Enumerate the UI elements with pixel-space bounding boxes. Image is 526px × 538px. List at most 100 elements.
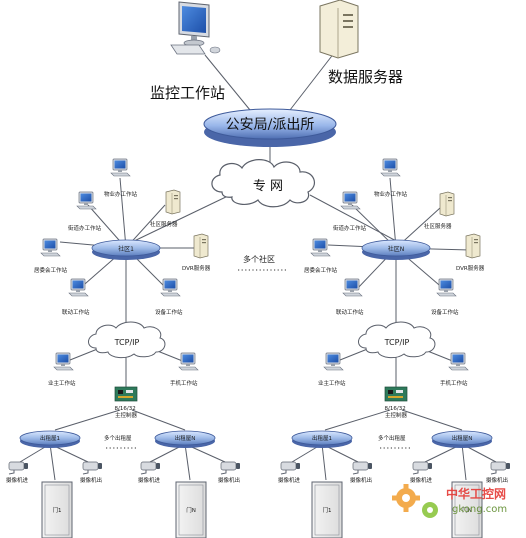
- camera-label: 摄像机进: [6, 476, 29, 484]
- controller-label: 8/16/32 主控制器: [385, 406, 408, 419]
- tcpip-cloud: TCP/IP: [358, 321, 436, 359]
- many-buildings-label: 多个出租屋: [104, 434, 132, 442]
- server-label: DVR服务器: [182, 264, 211, 272]
- workstation-label: 业主工作站: [318, 379, 346, 387]
- door-label: 门N: [186, 506, 196, 514]
- server-icon: [193, 233, 209, 259]
- police-station-hub: 公安局/派出所: [203, 108, 337, 147]
- workstation-icon: [342, 278, 363, 297]
- door-label: 门1: [323, 506, 332, 514]
- workstation-icon: [178, 352, 199, 371]
- camera-icon: [352, 461, 373, 475]
- tcpip-label: TCP/IP: [114, 338, 140, 347]
- building-hub-label: 出租屋1: [312, 434, 332, 442]
- workstation-label: 手机工作站: [170, 379, 198, 387]
- workstation-label: 街道办工作站: [333, 224, 367, 232]
- server-label: 社区服务器: [150, 220, 178, 228]
- community-hub: 社区1: [91, 239, 161, 260]
- camera-label: 摄像机出: [486, 476, 508, 484]
- camera-label: 摄像机进: [278, 476, 301, 484]
- controller-icon: [114, 386, 138, 402]
- door: 门N: [451, 481, 483, 538]
- workstation-icon: [323, 352, 344, 371]
- camera-label: 摄像机出: [218, 476, 240, 484]
- workstation-icon: [340, 191, 361, 210]
- police-station-label: 公安局/派出所: [226, 117, 315, 133]
- server-label: 社区服务器: [424, 222, 452, 230]
- right-community: 物业办工作站 街道办工作站 居委会工作站 联动工作站 设备工作站 社区服务器 D…: [278, 158, 511, 538]
- building-hub: 出租屋N: [431, 430, 493, 448]
- controller-label: 8/16/32 主控制器: [115, 406, 138, 419]
- workstation-label: 物业办工作站: [374, 190, 408, 198]
- server-icon: [465, 233, 481, 259]
- door-label: 门N: [462, 506, 472, 514]
- workstation-label: 联动工作站: [336, 308, 364, 316]
- camera-icon: [220, 461, 241, 475]
- tcpip-cloud: TCP/IP: [88, 321, 166, 359]
- community-hub-label: 社区1: [118, 245, 134, 253]
- watermark: 中华工控网 gkong.com: [392, 484, 507, 518]
- server-label: DVR服务器: [456, 264, 485, 272]
- door: 门1: [41, 481, 73, 538]
- building-hub: 出租屋1: [19, 430, 81, 448]
- workstation-icon: [310, 238, 331, 257]
- private-network-cloud: 专 网: [211, 159, 316, 208]
- workstation-label: 手机工作站: [440, 379, 468, 387]
- building-hub: 出租屋N: [154, 430, 216, 448]
- camera-label: 摄像机出: [80, 476, 102, 484]
- gear-icon: [392, 484, 420, 512]
- community-hub-label: 社区N: [388, 245, 405, 253]
- tcpip-label: TCP/IP: [384, 338, 410, 347]
- workstation-icon: [40, 238, 61, 257]
- workstation-label: 业主工作站: [48, 379, 76, 387]
- camera-icon: [82, 461, 103, 475]
- door: 门N: [175, 481, 207, 538]
- building-hub: 出租屋1: [291, 430, 353, 448]
- camera-icon: [140, 461, 161, 475]
- workstation-icon: [436, 278, 457, 297]
- workstation-label: 居委会工作站: [34, 266, 68, 274]
- building-hub-label: 出租屋1: [40, 434, 60, 442]
- controller-label-line: 主控制器: [385, 411, 408, 419]
- camera-icon: [490, 461, 511, 475]
- data-server-icon: [319, 0, 359, 59]
- camera-icon: [412, 461, 433, 475]
- community-hub: 社区N: [361, 239, 431, 260]
- door-label: 门1: [53, 506, 62, 514]
- workstation-label: 居委会工作站: [304, 266, 338, 274]
- workstation-icon: [53, 352, 74, 371]
- workstation-icon: [448, 352, 469, 371]
- door: 门1: [311, 481, 343, 538]
- workstation-icon: [68, 278, 89, 297]
- workstation-label: 联动工作站: [62, 308, 90, 316]
- private-network-label: 专 网: [253, 179, 283, 194]
- watermark-site-name: 中华工控网: [446, 486, 506, 501]
- data-server-label: 数据服务器: [328, 68, 403, 86]
- controller-label-line: 主控制器: [115, 411, 138, 419]
- camera-icon: [280, 461, 301, 475]
- camera-icon: [8, 461, 29, 475]
- controller-icon: [384, 386, 408, 402]
- monitor-workstation-icon: [170, 1, 221, 55]
- workstation-icon: [380, 158, 401, 177]
- left-community: 物业办工作站 街道办工作站 居委会工作站 联动工作站 设备工作站 社区服务器 D…: [6, 158, 241, 538]
- many-communities-label: 多个社区: [243, 254, 275, 264]
- monitor-workstation-label: 监控工作站: [150, 84, 225, 102]
- many-buildings-label: 多个出租屋: [378, 434, 406, 442]
- workstation-icon: [160, 278, 181, 297]
- workstation-label: 物业办工作站: [104, 190, 138, 198]
- camera-label: 摄像机进: [138, 476, 161, 484]
- server-icon: [165, 189, 181, 215]
- workstation-label: 设备工作站: [431, 308, 459, 316]
- camera-label: 摄像机出: [350, 476, 372, 484]
- server-icon: [439, 191, 455, 217]
- workstation-icon: [110, 158, 131, 177]
- controller-label-line: 8/16/32: [385, 406, 406, 412]
- building-hub-label: 出租屋N: [452, 434, 473, 442]
- camera-label: 摄像机进: [410, 476, 433, 484]
- watermark-site-url: gkong.com: [452, 504, 507, 515]
- workstation-icon: [76, 191, 97, 210]
- workstation-label: 设备工作站: [155, 308, 183, 316]
- workstation-label: 街道办工作站: [68, 224, 102, 232]
